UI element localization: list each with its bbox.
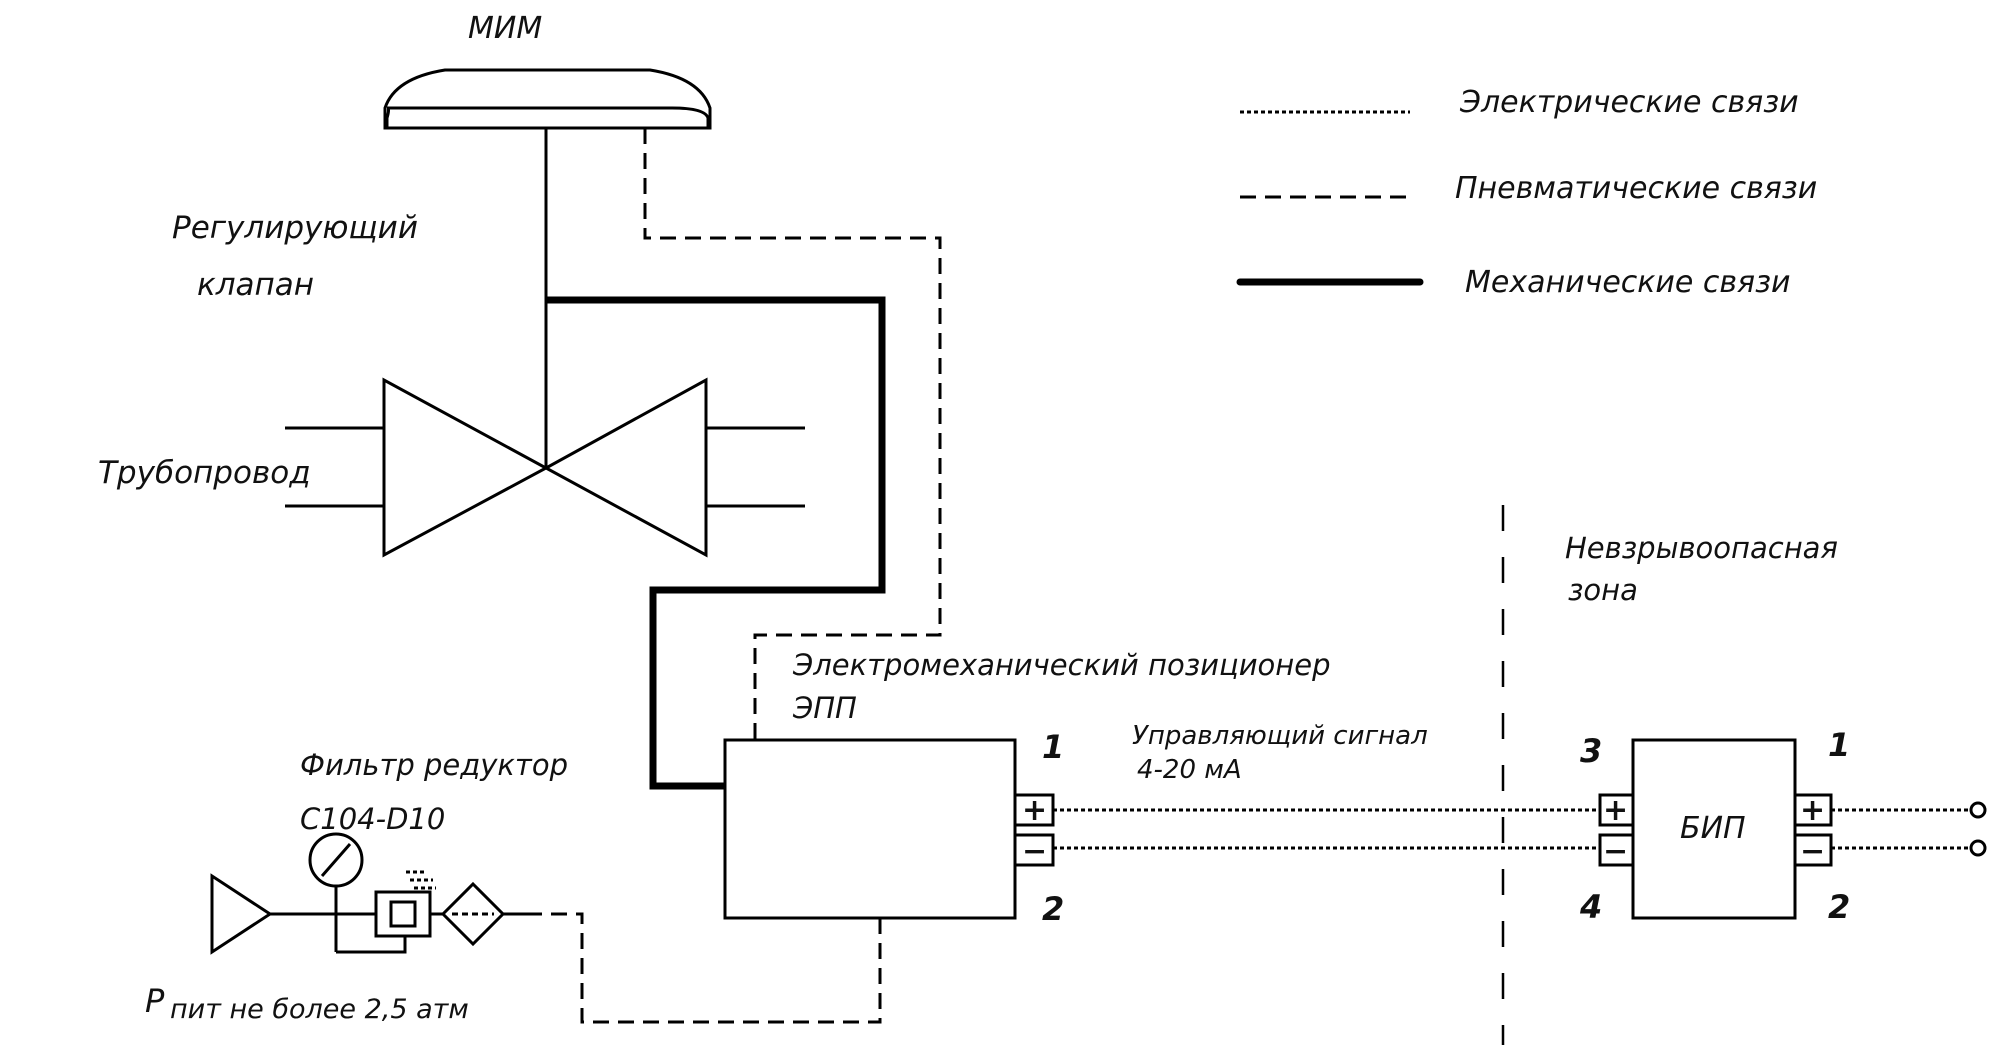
- bip-label: БИП: [1680, 811, 1746, 846]
- legend: Электрические связи Пневматические связи…: [1236, 85, 1817, 300]
- bip-left-minus-sign: −: [1603, 834, 1628, 869]
- positioner-label-line2: ЭПП: [792, 691, 857, 725]
- regulator-bypass: [336, 935, 407, 954]
- positioner-plus-sign: +: [1022, 793, 1047, 828]
- positioner-minus-sign: −: [1022, 834, 1047, 869]
- pipeline-label: Трубопровод: [98, 455, 311, 491]
- valve-body-left: [382, 377, 550, 558]
- supply-pressure-label: пит не более 2,5 атм: [170, 994, 469, 1025]
- legend-pneumatic-label: Пневматические связи: [1455, 171, 1817, 206]
- bip-left-plus-sign: +: [1603, 793, 1628, 828]
- gauge-needle: [320, 843, 352, 877]
- actuator-label: МИМ: [468, 11, 542, 46]
- regulator-vent-icon: [406, 870, 436, 890]
- zone-label-line1: Невзрывоопасная: [1565, 531, 1838, 565]
- output-terminal-minus-icon: [1969, 839, 1987, 857]
- bip-right-terminal-minus: [1793, 833, 1833, 867]
- bip-terminal-3: 3: [1580, 732, 1602, 770]
- air-supply-triangle-icon: [210, 873, 273, 955]
- actuator-diaphragm: [385, 106, 710, 130]
- legend-mechanical-label: Механические связи: [1465, 265, 1791, 300]
- valve-label-line1: Регулирующий: [172, 210, 418, 246]
- pneumatic-link-supply: [526, 912, 882, 1024]
- valve-label-line2: клапан: [197, 267, 314, 303]
- filter-label-line1: Фильтр редуктор: [300, 748, 568, 782]
- bip-right-minus-sign: −: [1800, 834, 1825, 869]
- bip-left-terminal-minus: [1598, 833, 1635, 867]
- filter-label-line2: С104-D10: [300, 802, 445, 836]
- signal-label-line2: 4-20 мА: [1137, 755, 1242, 785]
- bip-right-plus-sign: +: [1800, 793, 1825, 828]
- pneumatic-link-actuator: [643, 128, 942, 740]
- positioner-terminal-2: 2: [1042, 890, 1064, 928]
- signal-label-line1: Управляющий сигнал: [1132, 721, 1428, 751]
- mechanical-link: [546, 296, 886, 790]
- valve-body-right: [542, 377, 708, 558]
- bip-box: [1631, 738, 1797, 920]
- legend-electric-label: Электрические связи: [1459, 85, 1799, 120]
- positioner-label-line1: Электромеханический позиционер: [792, 648, 1331, 682]
- bip-left-terminal-plus: [1598, 793, 1635, 827]
- positioner-terminal-1: 1: [1042, 728, 1064, 766]
- positioner-terminal-minus: [1013, 833, 1055, 867]
- bip-terminal-2: 2: [1828, 888, 1850, 926]
- regulator-box-icon: [374, 890, 432, 938]
- bip-terminal-4: 4: [1579, 888, 1602, 926]
- positioner-box: [723, 738, 1017, 920]
- zone-label-line2: зона: [1568, 573, 1638, 607]
- bip-terminal-1: 1: [1828, 726, 1850, 764]
- regulator-inner: [389, 900, 417, 928]
- supply-pressure-symbol: Р: [145, 982, 165, 1020]
- output-terminal-plus-icon: [1969, 801, 1987, 819]
- actuator-diaphragm-outline: [383, 68, 712, 130]
